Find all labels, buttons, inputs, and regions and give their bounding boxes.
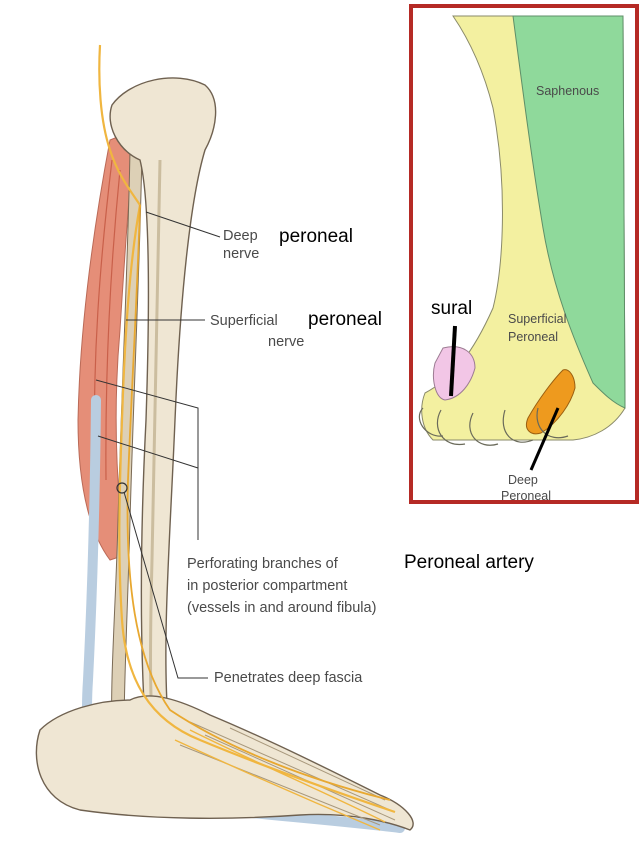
inset-superficial-label-1: Superficial bbox=[508, 312, 566, 327]
inset-deep-label-1: Deep bbox=[508, 473, 538, 488]
deep-peroneal-big-label: peroneal bbox=[279, 226, 353, 248]
peroneal-artery-big-label: Peroneal artery bbox=[404, 552, 534, 574]
inset-foot-map bbox=[413, 8, 635, 500]
inset-superficial-label-2: Peroneal bbox=[508, 330, 558, 345]
superficial-peroneal-big-label: peroneal bbox=[308, 309, 382, 331]
perforating-label-2: in posterior compartment bbox=[187, 578, 347, 595]
inset-sural-label: sural bbox=[431, 298, 472, 320]
inset-panel: Saphenous Superficial Peroneal sural Dee… bbox=[409, 4, 639, 504]
superficial-label-2: nerve bbox=[268, 334, 304, 351]
perforating-label-1: Perforating branches of bbox=[187, 556, 338, 573]
penetrates-label: Penetrates deep fascia bbox=[214, 670, 362, 687]
perforating-label-3: (vessels in and around fibula) bbox=[187, 600, 376, 617]
deep-label-1: Deep bbox=[223, 228, 258, 245]
deep-label-2: nerve bbox=[223, 246, 259, 263]
superficial-label-1: Superficial bbox=[210, 313, 278, 330]
inset-deep-label-2: Peroneal bbox=[501, 489, 551, 504]
inset-saphenous-label: Saphenous bbox=[536, 84, 599, 99]
